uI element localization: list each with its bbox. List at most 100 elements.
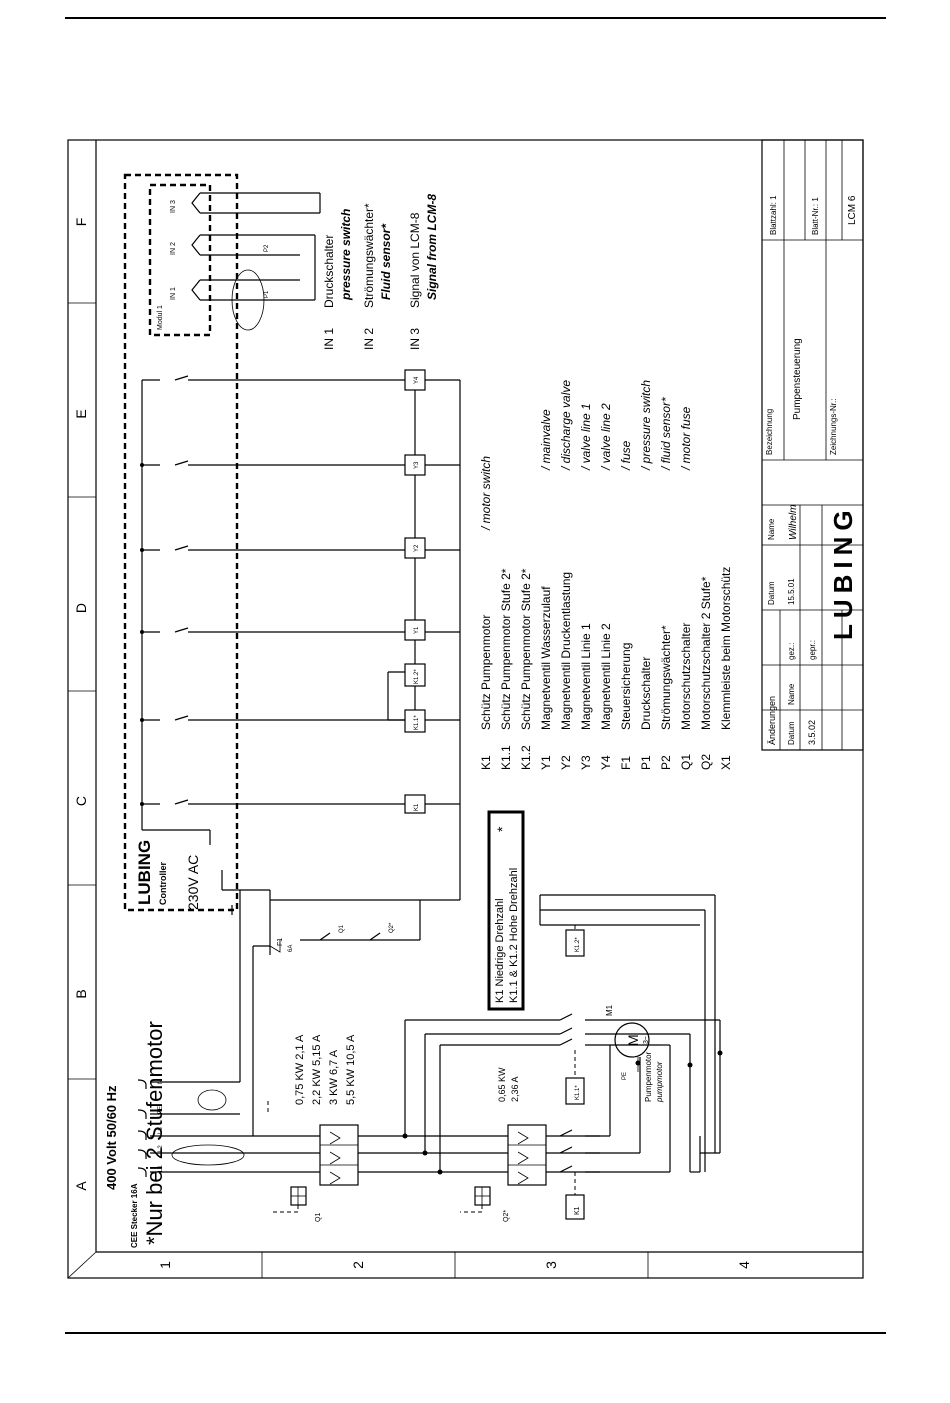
svg-text:Y1: Y1 (414, 626, 420, 634)
sensor-labels: P1 P2 (264, 244, 270, 298)
col-label-f: F (73, 218, 89, 227)
q1-breaker: Q1 (270, 1124, 359, 1222)
svg-text:Y3: Y3 (414, 461, 420, 469)
svg-text:Datum: Datum (767, 581, 776, 605)
svg-text:P2: P2 (264, 244, 270, 252)
svg-text:Schütz Pumpenmotor: Schütz Pumpenmotor (479, 615, 493, 730)
footnote: *Nur bei 2 Stufenmotor (142, 1021, 167, 1245)
svg-text:Modul 1: Modul 1 (157, 305, 164, 330)
svg-text:L3: L3 (158, 1127, 164, 1134)
legend-code: K1 (479, 755, 493, 770)
svg-text:Q1: Q1 (339, 924, 345, 933)
k1-main-contacts (559, 1129, 670, 1173)
svg-text:gez.:: gez.: (787, 643, 796, 660)
svg-text:230V AC: 230V AC (185, 855, 201, 910)
svg-text:K1: K1 (574, 1206, 581, 1215)
q2-breaker: Q2* 0,65 KW 2,36 A (460, 1067, 547, 1222)
drawing-title: Pumpensteuerung (792, 338, 803, 420)
svg-text:/ motor switch: / motor switch (479, 456, 493, 531)
motor-name-de: Pumpenmotor (644, 1051, 653, 1102)
k11-contacts (559, 1013, 720, 1046)
coil-y3: Y3 (404, 454, 426, 476)
svg-text:IN 3: IN 3 (408, 328, 422, 350)
svg-text:/ fluid sensor*: / fluid sensor* (659, 397, 673, 471)
supply-wiring (150, 890, 290, 1173)
svg-text:K1.1*: K1.1* (575, 1085, 581, 1100)
svg-text:P1: P1 (264, 290, 270, 298)
svg-text:2,2 KW 5,15 A: 2,2 KW 5,15 A (311, 1034, 323, 1105)
cee-plug (137, 1079, 147, 1177)
coil-k12: K1.2* (404, 663, 426, 687)
svg-text:Q1: Q1 (679, 754, 693, 770)
svg-text:Wilhelm: Wilhelm (788, 505, 799, 540)
speed-box: K1 Niedrige Drehzahl K1.1 & K1.2 Hohe Dr… (487, 810, 525, 1011)
controller-box (123, 173, 239, 912)
svg-text:Datum: Datum (787, 721, 796, 745)
svg-text:/ discharge valve: / discharge valve (559, 380, 573, 471)
q2-label: Q2* (503, 1210, 510, 1222)
col-label-e: E (73, 409, 89, 418)
svg-text:Steuersicherung: Steuersicherung (619, 643, 633, 730)
company-logo: LUBING (828, 504, 858, 640)
svg-text:Änderungen: Änderungen (767, 696, 777, 745)
motor-tag: M1 (605, 1004, 614, 1016)
row-labels: 1 2 3 4 (157, 1261, 752, 1269)
svg-text:IN 2: IN 2 (170, 242, 177, 255)
svg-text:5,5 KW 10,5 A: 5,5 KW 10,5 A (345, 1034, 357, 1105)
svg-text:K1 Niedrige Drehzahl: K1 Niedrige Drehzahl (494, 898, 506, 1003)
svg-text:F1: F1 (277, 938, 284, 946)
q-aux-contacts (300, 900, 421, 941)
svg-text:IN 3: IN 3 (170, 200, 177, 213)
svg-text:3 KW 6,7 A: 3 KW 6,7 A (328, 1049, 340, 1105)
svg-text:/ mainvalve: / mainvalve (539, 409, 553, 471)
title-block: Änderungen Datum Name 3.5.02 Datum Name … (761, 139, 864, 751)
svg-text:0,75 KW 2,1 A: 0,75 KW 2,1 A (294, 1034, 306, 1105)
svg-text:Motorschutzschalter: Motorschutzschalter (679, 623, 693, 730)
svg-text:Y1: Y1 (539, 755, 553, 770)
svg-text:K1.2: K1.2 (519, 745, 533, 770)
modul-labels: Modul 1 IN 1 IN 2 IN 3 (157, 200, 177, 330)
svg-text:Y4: Y4 (414, 376, 420, 384)
svg-text:Bezeichnung: Bezeichnung (765, 409, 774, 455)
svg-text:Zeichnungs-Nr.:: Zeichnungs-Nr.: (829, 399, 838, 455)
coil-y2: Y2 (404, 537, 426, 559)
controller-labels: LUBING Controller 230V AC (135, 840, 201, 910)
svg-text:Klemmleiste beim Motorschütz: Klemmleiste beim Motorschütz (719, 567, 733, 730)
coil-y4: Y4 (404, 369, 426, 391)
col-label-b: B (73, 989, 89, 998)
sensor-cable-ellipse (231, 269, 265, 331)
row-label-1: 1 (157, 1261, 173, 1269)
svg-text:IN 1: IN 1 (322, 328, 336, 350)
coil-y1: Y1 (404, 619, 426, 641)
legend: K1 Schütz Pumpenmotor / motor switch K1.… (479, 380, 733, 770)
supply-cable-ellipse (171, 1144, 245, 1166)
svg-text:IN 2: IN 2 (362, 328, 376, 350)
supply-label: 400 Volt 50/60 Hz (104, 1085, 119, 1190)
modul-box (148, 183, 212, 337)
inputs-legend: IN 1 Druckschalter pressure switch IN 2 … (322, 194, 439, 350)
svg-text:LUBING: LUBING (135, 840, 154, 905)
svg-text:Fluid sensor*: Fluid sensor* (379, 223, 393, 300)
motor-name-en: pumpmotor (655, 1061, 664, 1103)
plug-label: CEE Stecker 16A (130, 1183, 139, 1248)
svg-text:/ valve line 2: / valve line 2 (599, 403, 613, 471)
svg-text:Y2: Y2 (559, 755, 573, 770)
svg-text:K1.2*: K1.2* (575, 937, 581, 952)
svg-text:Strömungswächter*: Strömungswächter* (362, 203, 376, 308)
control-switches (142, 375, 460, 805)
svg-text:Druckschalter: Druckschalter (639, 657, 653, 730)
svg-text:K1.1: K1.1 (499, 745, 513, 770)
svg-text:Motorschutzschalter 2 Stufe*: Motorschutzschalter 2 Stufe* (699, 576, 713, 730)
coil-k1: K1 (404, 794, 426, 814)
q2-rating-2: 2,36 A (510, 1076, 520, 1102)
svg-text:3.5.02: 3.5.02 (807, 720, 817, 745)
svg-text:/ valve line 1: / valve line 1 (579, 403, 593, 471)
svg-text:Q2*: Q2* (389, 922, 395, 933)
drawing-frame (67, 139, 864, 1279)
row-label-2: 2 (350, 1261, 366, 1269)
q1-label: Q1 (315, 1213, 322, 1222)
svg-text:Blatt-Nr.: 1: Blatt-Nr.: 1 (811, 197, 820, 235)
svg-text:Q2: Q2 (699, 754, 713, 770)
